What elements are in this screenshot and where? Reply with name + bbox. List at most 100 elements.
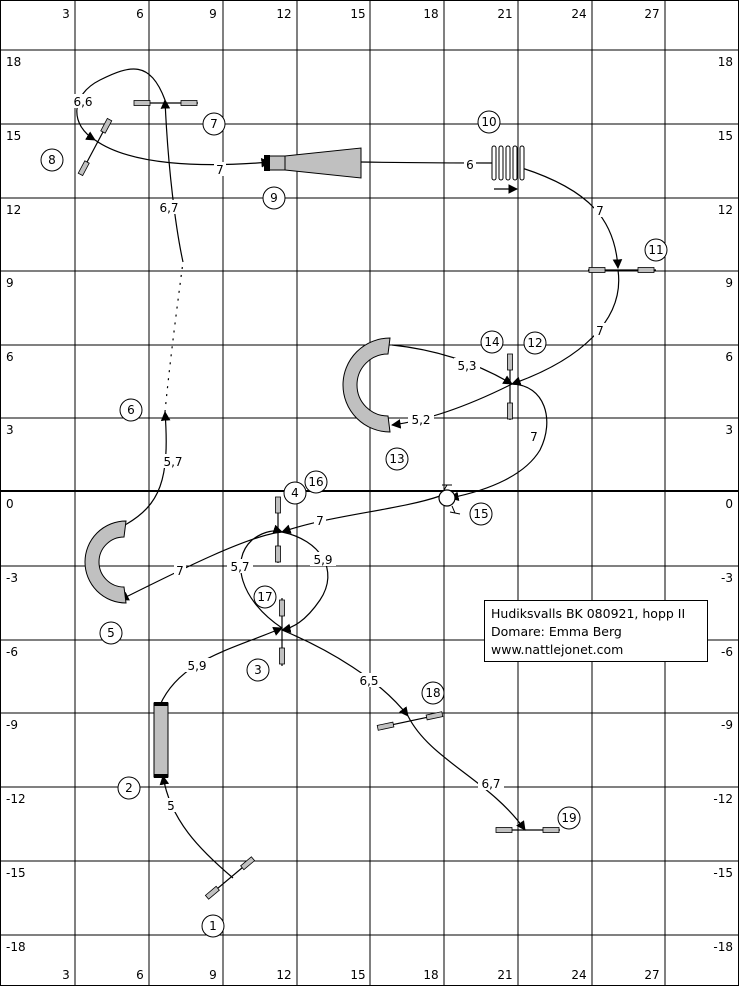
axis-left-label: -9 bbox=[6, 718, 18, 732]
path-6-7-dotted bbox=[164, 261, 184, 413]
axis-top-label: 6 bbox=[136, 7, 144, 21]
tunnel-2-end bbox=[154, 774, 168, 778]
obstacle-number: 8 bbox=[48, 153, 56, 167]
jump-11 bbox=[588, 267, 656, 273]
number-circle bbox=[644, 238, 668, 262]
path-4-5 bbox=[119, 531, 283, 601]
path-6-7 bbox=[160, 99, 184, 263]
obstacle-number: 19 bbox=[561, 811, 576, 825]
distance-label: 5,2 bbox=[411, 413, 430, 427]
number-circle bbox=[117, 776, 141, 800]
axis-bottom-label: 15 bbox=[350, 968, 365, 982]
axis-top: 3 6 9 12 15 18 21 24 27 bbox=[62, 7, 659, 21]
number-circle bbox=[385, 447, 409, 471]
number-circle bbox=[523, 331, 547, 355]
path-3-4 bbox=[240, 524, 283, 629]
path-15-16 bbox=[281, 495, 441, 534]
obstacle-number: 10 bbox=[481, 115, 496, 129]
axis-left-label: -12 bbox=[6, 792, 26, 806]
number-circle bbox=[119, 398, 143, 422]
axis-top-label: 12 bbox=[276, 7, 291, 21]
jump-12-14 bbox=[507, 353, 513, 420]
path-14-15 bbox=[449, 383, 548, 502]
obstacle-number: 16 bbox=[308, 475, 323, 489]
number-circle bbox=[421, 681, 445, 705]
axis-top-label: 21 bbox=[497, 7, 512, 21]
obstacle-number: 5 bbox=[107, 626, 115, 640]
obstacle-number: 4 bbox=[291, 486, 299, 500]
axis-left-label: 9 bbox=[6, 276, 14, 290]
number-circle bbox=[246, 658, 270, 682]
axis-left-label: 6 bbox=[6, 350, 14, 364]
axis-right-label: 9 bbox=[725, 276, 733, 290]
number-circle bbox=[304, 470, 328, 494]
axis-top-label: 24 bbox=[571, 7, 586, 21]
distance-label: 7 bbox=[530, 430, 538, 444]
axis-bottom-label: 3 bbox=[62, 968, 70, 982]
jump-8 bbox=[77, 117, 113, 177]
obstacle-number: 13 bbox=[389, 452, 404, 466]
axis-left-label: 0 bbox=[6, 497, 14, 511]
path-5-6 bbox=[124, 411, 171, 526]
axis-right-label: -18 bbox=[713, 940, 733, 954]
axis-right-label: -12 bbox=[713, 792, 733, 806]
distance-label: 7 bbox=[176, 564, 184, 578]
axis-right-label: -15 bbox=[713, 866, 733, 880]
distance-label: 5,9 bbox=[187, 659, 206, 673]
axis-right-label: 18 bbox=[718, 55, 733, 69]
axis-top-label: 15 bbox=[350, 7, 365, 21]
distance-label: 7 bbox=[316, 514, 324, 528]
axis-bottom-label: 9 bbox=[209, 968, 217, 982]
obstacle-number: 2 bbox=[125, 781, 133, 795]
obstacle-number: 12 bbox=[527, 336, 542, 350]
course-title: Hudiksvalls BK 080921, hopp II bbox=[491, 606, 686, 621]
path-18-19 bbox=[407, 715, 526, 831]
obstacle-number: 11 bbox=[648, 243, 663, 257]
axis-bottom-label: 27 bbox=[644, 968, 659, 982]
distance-label: 6,7 bbox=[159, 201, 178, 215]
long-jump-10 bbox=[491, 145, 525, 181]
axis-bottom-label: 6 bbox=[136, 968, 144, 982]
distance-label: 6,5 bbox=[359, 674, 378, 688]
axis-bottom-label: 12 bbox=[276, 968, 291, 982]
number-circle bbox=[40, 148, 64, 172]
number-circle bbox=[469, 502, 493, 526]
axis-top-label: 9 bbox=[209, 7, 217, 21]
jump-19 bbox=[495, 827, 560, 833]
axis-bottom: 3 6 9 12 15 18 21 24 27 bbox=[62, 968, 659, 982]
chute-9-entry bbox=[264, 155, 270, 171]
obstacle-number: 3 bbox=[254, 663, 262, 677]
axis-top-label: 18 bbox=[423, 7, 438, 21]
axis-right-label: -3 bbox=[721, 571, 733, 585]
axis-bottom-label: 21 bbox=[497, 968, 512, 982]
number-circle bbox=[477, 110, 501, 134]
path-8-9 bbox=[94, 139, 271, 168]
obstacle-number-labels: 1 2 3 4 5 6 7 8 9 10 11 12 13 14 15 16 1… bbox=[48, 115, 663, 933]
axis-right-label: 3 bbox=[725, 423, 733, 437]
distance-label: 5 bbox=[167, 799, 175, 813]
axis-left-label: -15 bbox=[6, 866, 26, 880]
axis-left-label: 15 bbox=[6, 129, 21, 143]
axis-right-label: -9 bbox=[721, 718, 733, 732]
axis-top-label: 3 bbox=[62, 7, 70, 21]
axis-left-label: -3 bbox=[6, 571, 18, 585]
distance-label: 7 bbox=[216, 163, 224, 177]
obstacle-number: 7 bbox=[210, 117, 218, 131]
jump-1 bbox=[204, 856, 256, 900]
obstacle-number: 1 bbox=[209, 919, 217, 933]
distance-label: 6,6 bbox=[73, 95, 92, 109]
distance-label: 6 bbox=[466, 158, 474, 172]
axis-left-label: -6 bbox=[6, 645, 18, 659]
axis-right-label: 6 bbox=[725, 350, 733, 364]
number-circle bbox=[262, 186, 286, 210]
path-2-3 bbox=[159, 626, 283, 706]
number-circle bbox=[283, 481, 307, 505]
jump-7 bbox=[133, 100, 198, 106]
distance-label: 5,3 bbox=[457, 359, 476, 373]
jump-3-17 bbox=[279, 598, 285, 666]
axis-left: 18 15 12 9 6 3 0 -3 -6 -9 -12 -15 -18 bbox=[6, 55, 26, 954]
distance-label: 6,7 bbox=[481, 777, 500, 791]
distance-label: 5,7 bbox=[230, 560, 249, 574]
website-link: www.nattlejonet.com bbox=[491, 642, 624, 657]
